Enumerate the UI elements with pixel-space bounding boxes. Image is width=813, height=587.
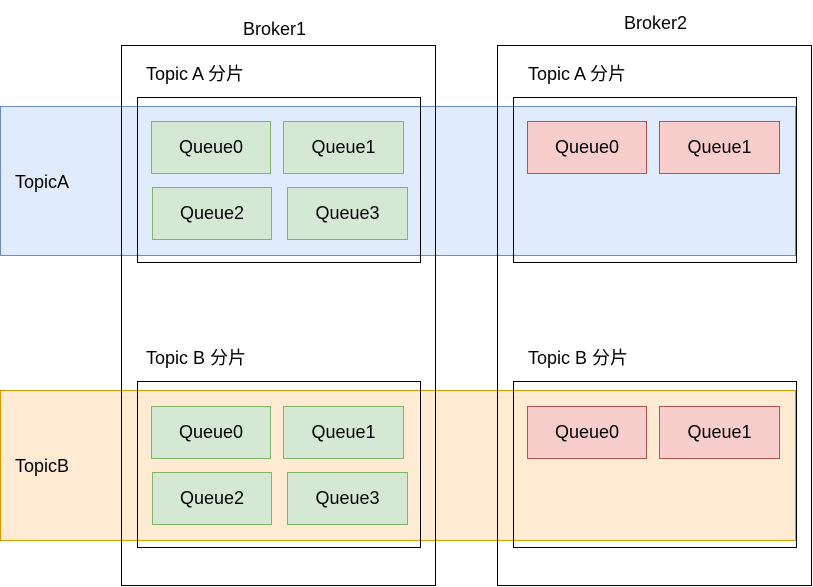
- b1-a-queue0: Queue0: [151, 121, 271, 174]
- b2-b-queue0: Queue0: [527, 406, 647, 459]
- broker2-label: Broker2: [624, 13, 688, 33]
- b1-topic-b-partition: [137, 381, 421, 548]
- b2-topic-b-partition-title: Topic B 分片: [528, 348, 629, 368]
- b2-topic-a-partition-title: Topic A 分片: [528, 64, 627, 84]
- broker1-box: [121, 45, 436, 586]
- b1-b-queue1: Queue1: [283, 406, 404, 459]
- b1-a-queue1: Queue1: [283, 121, 404, 174]
- broker2-box: [497, 45, 812, 586]
- b2-topic-a-partition: [513, 97, 797, 263]
- b2-a-queue1: Queue1: [659, 121, 780, 174]
- b1-a-queue3: Queue3: [287, 187, 408, 240]
- b1-b-queue2: Queue2: [152, 472, 272, 525]
- b1-topic-b-partition-title: Topic B 分片: [146, 348, 247, 368]
- topic-b-label: TopicB: [15, 456, 70, 476]
- topic-a-label: TopicA: [15, 172, 70, 192]
- b1-topic-a-partition: [137, 97, 421, 263]
- b2-b-queue1: Queue1: [659, 406, 780, 459]
- b1-b-queue0: Queue0: [151, 406, 271, 459]
- b1-b-queue3: Queue3: [287, 472, 408, 525]
- b1-a-queue2: Queue2: [152, 187, 272, 240]
- b1-topic-a-partition-title: Topic A 分片: [146, 64, 245, 84]
- b2-topic-b-partition: [513, 381, 797, 548]
- broker1-label: Broker1: [243, 19, 307, 39]
- b2-a-queue0: Queue0: [527, 121, 647, 174]
